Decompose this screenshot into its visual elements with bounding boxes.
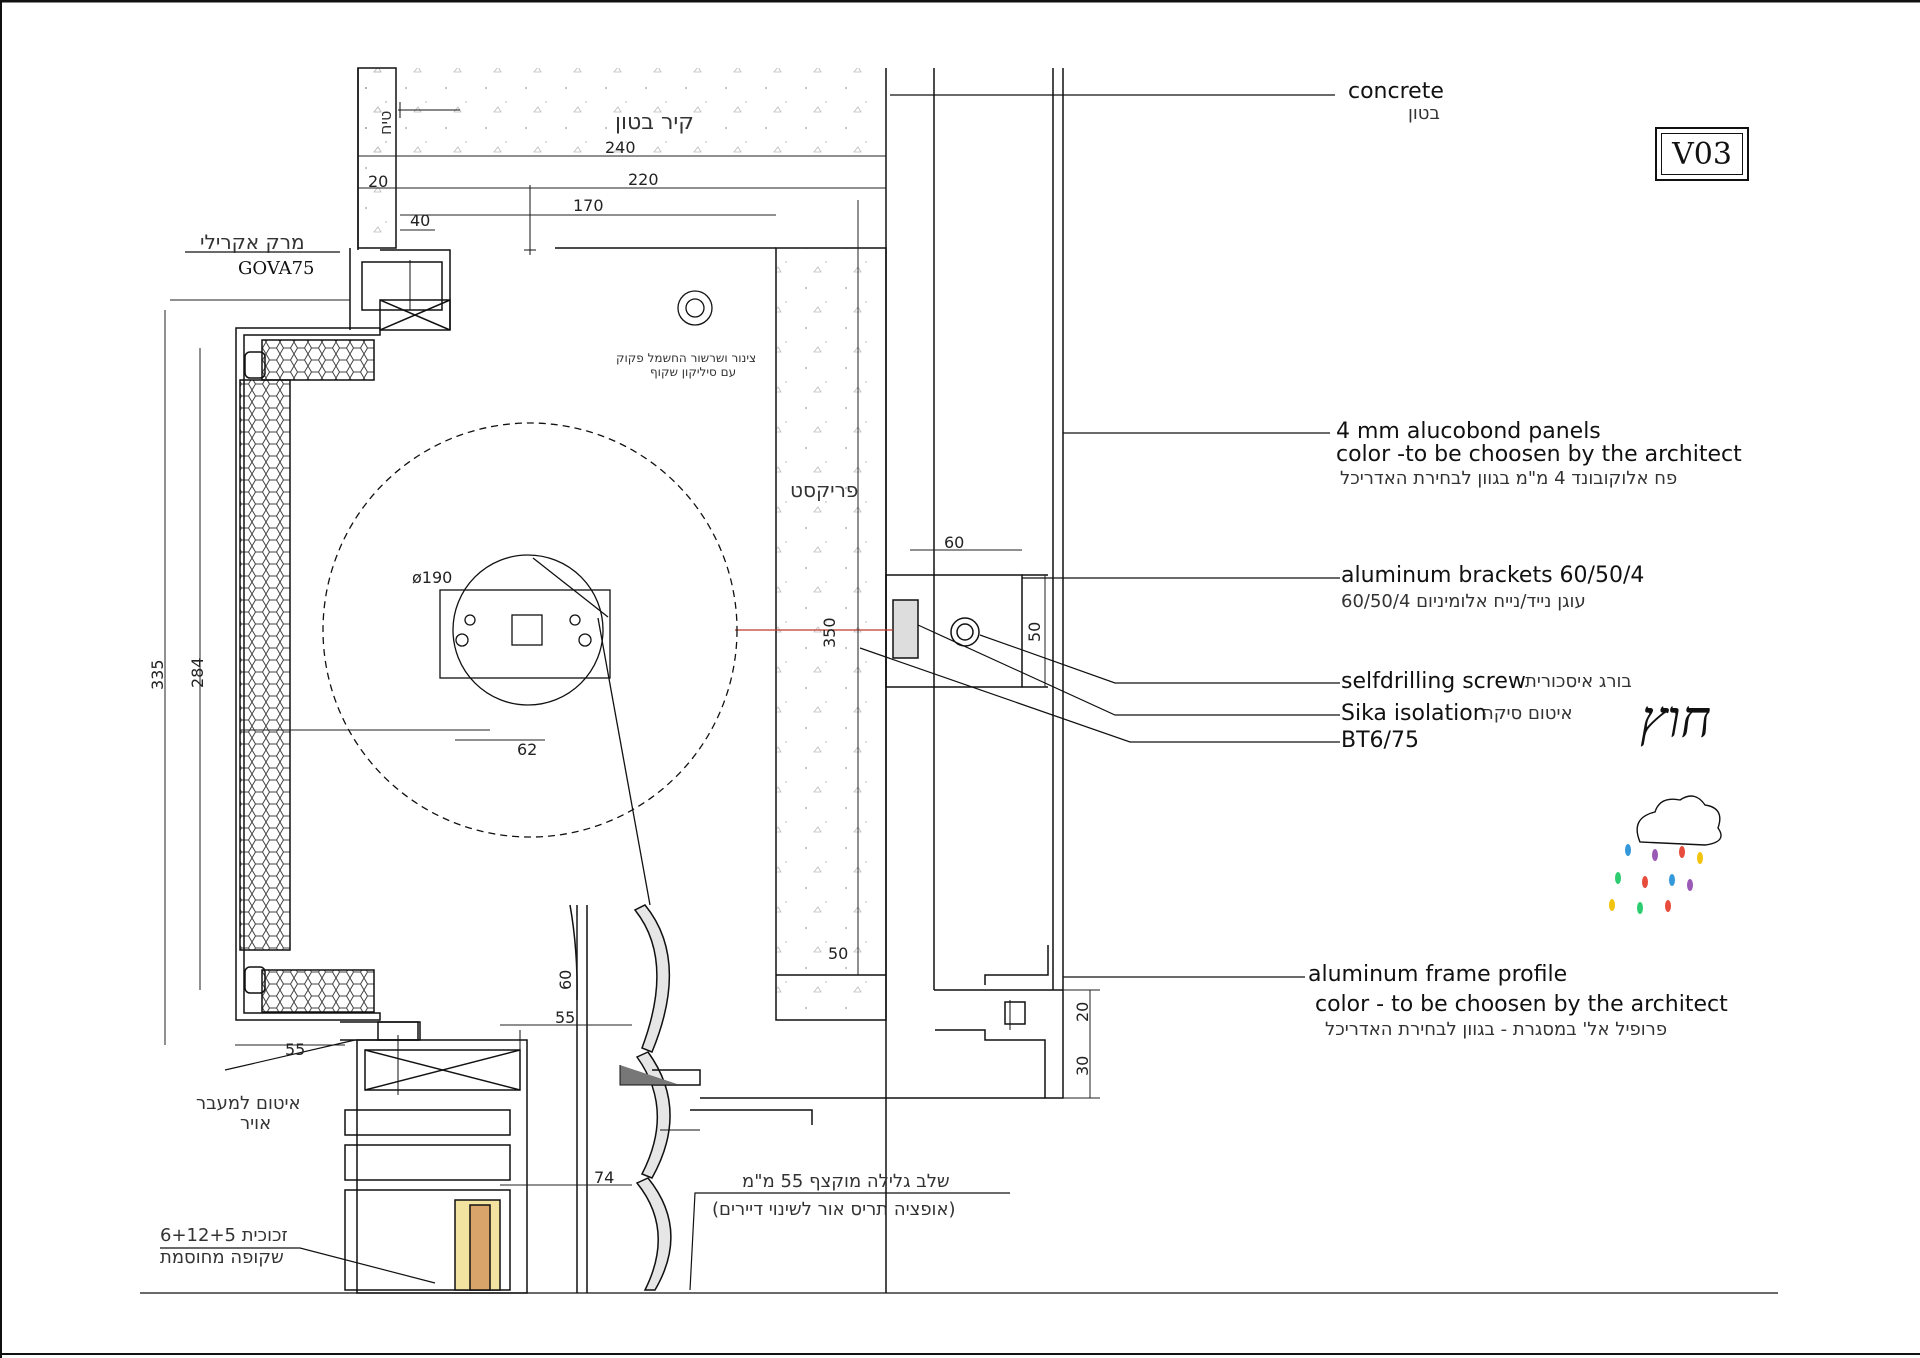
window-frame (340, 904, 588, 1294)
dim-30: 30 (1073, 1055, 1092, 1076)
glass-label-1: זכוכית 6+12+5 (160, 1225, 288, 1246)
glass-label-2: שקופה מחוסמת (160, 1247, 284, 1268)
drawing-code: V03 (1655, 127, 1749, 181)
screws (397, 102, 1011, 1131)
dim-50-bottom: 50 (828, 944, 849, 963)
dim-50-bracket: 50 (1025, 621, 1044, 642)
dim-55-left: 55 (285, 1040, 306, 1059)
dim-220: 220 (628, 170, 659, 189)
dim-55-mid: 55 (555, 1008, 576, 1027)
frame-label-2: color - to be choosen by the architect (1315, 992, 1728, 1017)
concrete-label-he: בטון (1408, 103, 1440, 124)
concrete-label: concrete (1348, 79, 1444, 104)
air-seal-label-1: איטום למעבר (196, 1093, 301, 1114)
dim-60-bracket: 60 (944, 533, 965, 552)
dim-40: 40 (410, 211, 431, 230)
dim-20-top: 20 (368, 172, 389, 191)
leader-lines (160, 94, 1340, 1291)
alucobond-label-he: פח אלוקובונד 4 מ"מ בגוון לבחירת האדריכל (1340, 468, 1678, 489)
air-seal-label-2: אויר (240, 1113, 272, 1134)
conduit-label-1: צינור ושרשור החשמל פקוק (616, 351, 757, 365)
acrylic-label: מרק אקרילי (200, 230, 305, 254)
outside-label: חוץ (1640, 690, 1712, 750)
alucobond-panels (933, 68, 1064, 991)
conduit-label-2: עם סיליקון שקוף (650, 365, 737, 379)
sika-label-he: איטום סיקה (1482, 703, 1573, 724)
slat-label-2: (אופציה תריס אור לשינוי דיירים) (712, 1199, 956, 1220)
brackets-label-he: עוגן נייד/נייח אלומיניום 60/50/4 (1341, 591, 1586, 612)
rain-cloud-icon (1609, 795, 1722, 914)
roller-box (235, 248, 451, 1021)
dim-62: 62 (517, 740, 538, 759)
slat-label-1: שלב גלילה מוקצף 55 מ"מ (742, 1171, 950, 1192)
sika-label: Sika isolation (1341, 701, 1487, 726)
shutter-slats (633, 904, 701, 1291)
dim-240: 240 (605, 138, 636, 157)
dimension-lines (164, 155, 1100, 1186)
roller-drum (322, 290, 738, 906)
precast-label: פריקסט (790, 478, 859, 502)
dim-284: 284 (188, 657, 207, 688)
screw-label-he: בורג איסכורית (1525, 671, 1632, 692)
dim-170: 170 (573, 196, 604, 215)
dim-diameter: ø190 (412, 568, 453, 587)
bt-label: BT6/75 (1341, 728, 1419, 753)
precast-block (555, 247, 887, 1021)
dim-350: 350 (820, 617, 839, 648)
alucobond-label-2: color -to be choosen by the architect (1336, 442, 1742, 467)
frame-label-1: aluminum frame profile (1308, 962, 1568, 987)
frame-label-he: פרופיל אל' במסגרת - בגוון לבחירת האדריכל (1325, 1019, 1668, 1040)
brackets-label: aluminum brackets 60/50/4 (1341, 563, 1645, 588)
concrete-wall (357, 67, 887, 1293)
gova-label: GOVA75 (238, 258, 315, 279)
screw-label: selfdrilling screw (1341, 669, 1526, 694)
concrete-wall-label: קיר בטון (615, 110, 694, 135)
dim-335: 335 (148, 659, 167, 690)
alucobond-label-1: 4 mm alucobond panels (1336, 419, 1601, 444)
plaster-label: טיח (376, 110, 395, 135)
dim-74: 74 (594, 1168, 615, 1187)
dim-20-right: 20 (1073, 1001, 1092, 1022)
dim-60-slat: 60 (556, 969, 575, 990)
